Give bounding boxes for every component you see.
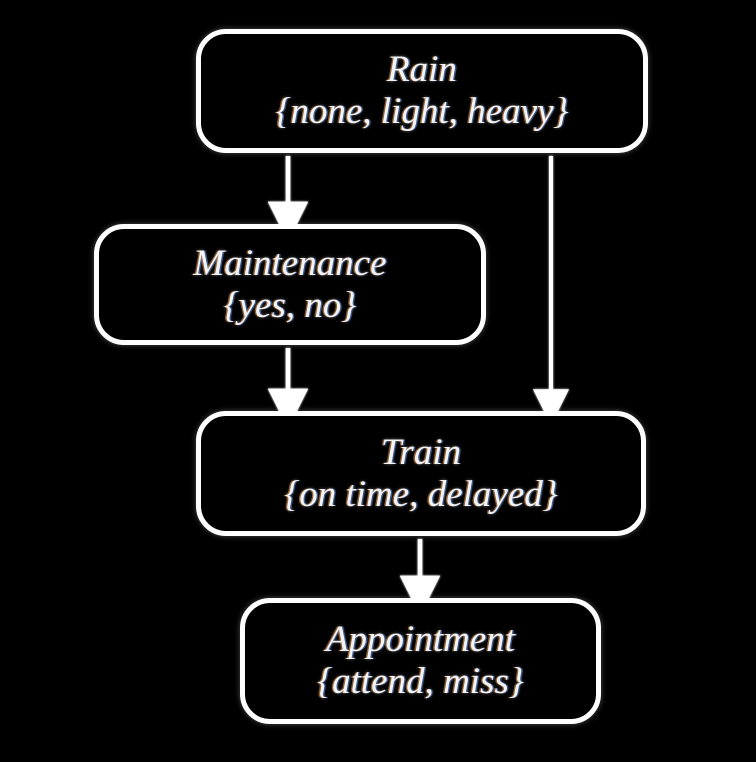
node-appointment[interactable]: Appointment {attend, miss} <box>240 598 601 724</box>
node-appointment-label: Appointment <box>325 619 516 661</box>
node-train[interactable]: Train {on time, delayed} <box>196 411 646 536</box>
node-appointment-states: {attend, miss} <box>317 661 524 702</box>
node-maintenance-label: Maintenance <box>193 242 387 284</box>
node-rain-states: {none, light, heavy} <box>275 91 569 132</box>
node-rain[interactable]: Rain {none, light, heavy} <box>196 29 648 153</box>
node-maintenance[interactable]: Maintenance {yes, no} <box>94 224 486 345</box>
node-maintenance-states: {yes, no} <box>223 284 357 326</box>
node-train-label: Train <box>380 431 462 473</box>
node-train-states: {on time, delayed} <box>284 473 558 515</box>
node-rain-label: Rain <box>387 49 457 91</box>
